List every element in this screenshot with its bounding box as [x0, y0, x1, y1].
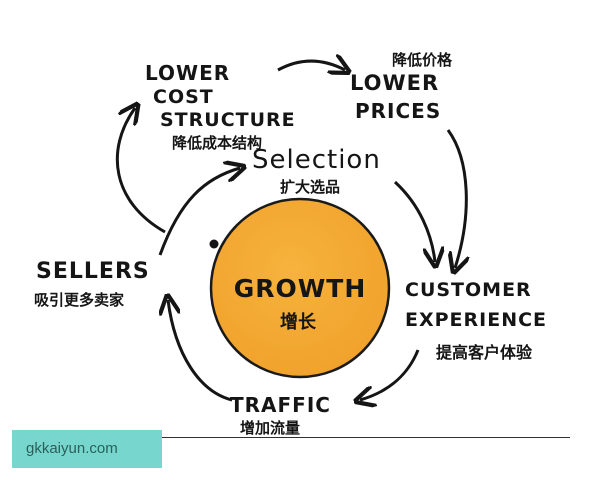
- customer-cn: 提高客户体验: [436, 343, 533, 362]
- arrow-traffic-to-sellers: [168, 300, 233, 402]
- node-lower-cost-structure: LOWER COST STRUCTURE 降低成本结构: [145, 61, 296, 152]
- growth-circle: [209, 197, 391, 379]
- arrow-sellers-to-cost: [115, 108, 166, 234]
- node-traffic: TRAFFIC 增加流量: [230, 393, 331, 437]
- node-customer-experience: CUSTOMER EXPERIENCE 提高客户体验: [405, 279, 547, 362]
- selection-cn: 扩大选品: [280, 178, 340, 196]
- watermark-text: gkkaiyun.com: [26, 440, 118, 457]
- node-lower-prices: 降低价格 LOWER PRICES: [350, 51, 453, 123]
- growth-label-cn: 增长: [280, 311, 317, 333]
- sellers-cn: 吸引更多卖家: [34, 291, 124, 309]
- arrow-cost-to-prices: [277, 61, 345, 70]
- growth-label: GROWTH: [234, 274, 367, 303]
- arrow-prices-to-customer: [446, 129, 466, 268]
- lower-cost-line3: STRUCTURE: [160, 109, 296, 131]
- contact-dot: [209, 239, 219, 249]
- traffic-cn: 增加流量: [240, 419, 300, 437]
- lower-cost-cn: 降低成本结构: [172, 134, 262, 152]
- customer-line2: EXPERIENCE: [405, 309, 547, 331]
- watermark-badge: gkkaiyun.com: [12, 430, 162, 468]
- lower-cost-line2: COST: [153, 86, 214, 108]
- node-sellers: SELLERS 吸引更多卖家: [34, 259, 150, 309]
- arrow-selection-to-customer: [393, 180, 435, 262]
- lower-cost-line1: LOWER: [145, 61, 230, 85]
- customer-line1: CUSTOMER: [405, 279, 532, 301]
- selection-label: Selection: [252, 145, 381, 175]
- lower-prices-line2: PRICES: [355, 99, 441, 123]
- node-selection: Selection 扩大选品: [252, 145, 381, 196]
- arrow-sellers-to-selection: [158, 168, 240, 256]
- lower-prices-line1: LOWER: [350, 71, 439, 95]
- footer-rule: [162, 437, 570, 438]
- traffic-label: TRAFFIC: [230, 393, 331, 417]
- arrow-customer-to-traffic: [360, 349, 420, 400]
- lower-prices-cn: 降低价格: [392, 51, 453, 69]
- sellers-label: SELLERS: [36, 259, 150, 284]
